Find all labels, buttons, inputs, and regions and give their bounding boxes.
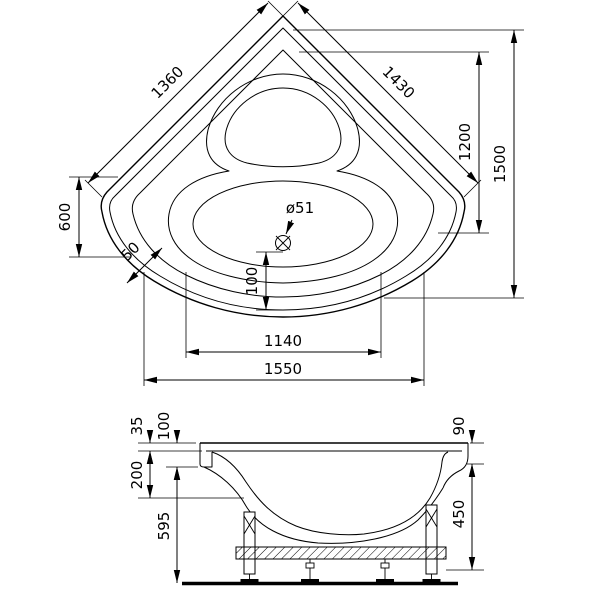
dim-1360-label: 1360	[148, 63, 188, 103]
dim-450-label: 450	[450, 500, 468, 529]
headrest-inner-contour	[224, 87, 342, 168]
tub-profile	[199, 442, 469, 544]
dim-200-label: 200	[128, 461, 146, 490]
dim-50: 50	[117, 238, 163, 284]
foot	[240, 574, 259, 583]
dimension-line	[126, 247, 163, 284]
shell-underside	[203, 466, 444, 544]
left-rim-lip	[199, 443, 213, 468]
extension-line	[84, 179, 103, 198]
dim-1200: 1200	[299, 51, 489, 234]
tub-rim-inner-line	[109, 27, 457, 311]
dim-100-top-label: 100	[243, 267, 261, 296]
tub-outer-outline	[100, 15, 466, 318]
foot	[422, 574, 441, 583]
dim-1500: 1500	[293, 29, 524, 299]
dim-1200-label: 1200	[456, 123, 474, 161]
frame-channel	[235, 546, 447, 560]
tub-organic-contour	[131, 49, 435, 298]
right-rim-edge	[442, 443, 469, 489]
top-view: 1360 1430 1500 1200 600	[56, 0, 524, 386]
dim-1140: 1140	[185, 272, 382, 358]
dim-450: 450	[450, 464, 476, 570]
extension-line	[282, 0, 299, 17]
extension-line	[463, 179, 482, 198]
dim-35: 35	[128, 416, 154, 464]
dim-1550-label: 1550	[264, 360, 302, 378]
dim-1360: 1360	[84, 0, 284, 198]
side-view: 35 100 200 595 90 450	[128, 412, 484, 586]
dim-100-side-label: 100	[155, 412, 173, 441]
seat-contour	[192, 180, 374, 268]
dim-1430-label: 1430	[379, 63, 419, 103]
foot	[301, 559, 319, 583]
dim-595-label: 595	[155, 512, 173, 541]
dim-200: 200	[128, 451, 154, 498]
dim-1550: 1550	[143, 272, 425, 386]
dimension-line	[87, 2, 269, 184]
dim-600-label: 600	[56, 203, 74, 232]
foot	[376, 559, 394, 583]
dim-drain-label: ø51	[286, 199, 314, 217]
right-leg	[425, 504, 438, 575]
dim-1500-label: 1500	[491, 145, 509, 183]
dim-50-label: 50	[117, 238, 143, 264]
dim-600: 600	[56, 176, 130, 258]
dim-35-label: 35	[128, 416, 146, 435]
dim-drain: ø51	[285, 199, 314, 235]
drain-symbol	[275, 235, 291, 251]
dim-1140-label: 1140	[264, 332, 302, 350]
left-leg	[243, 511, 256, 575]
dim-90: 90	[450, 416, 476, 477]
dim-90-label: 90	[450, 416, 468, 435]
dimension-line	[297, 2, 479, 184]
extension-line	[267, 0, 284, 17]
leader-line	[285, 219, 295, 235]
basin-profile	[211, 451, 449, 536]
dim-595: 595	[155, 467, 181, 583]
dim-100-top: 100	[243, 251, 283, 311]
support-frame	[182, 504, 458, 586]
